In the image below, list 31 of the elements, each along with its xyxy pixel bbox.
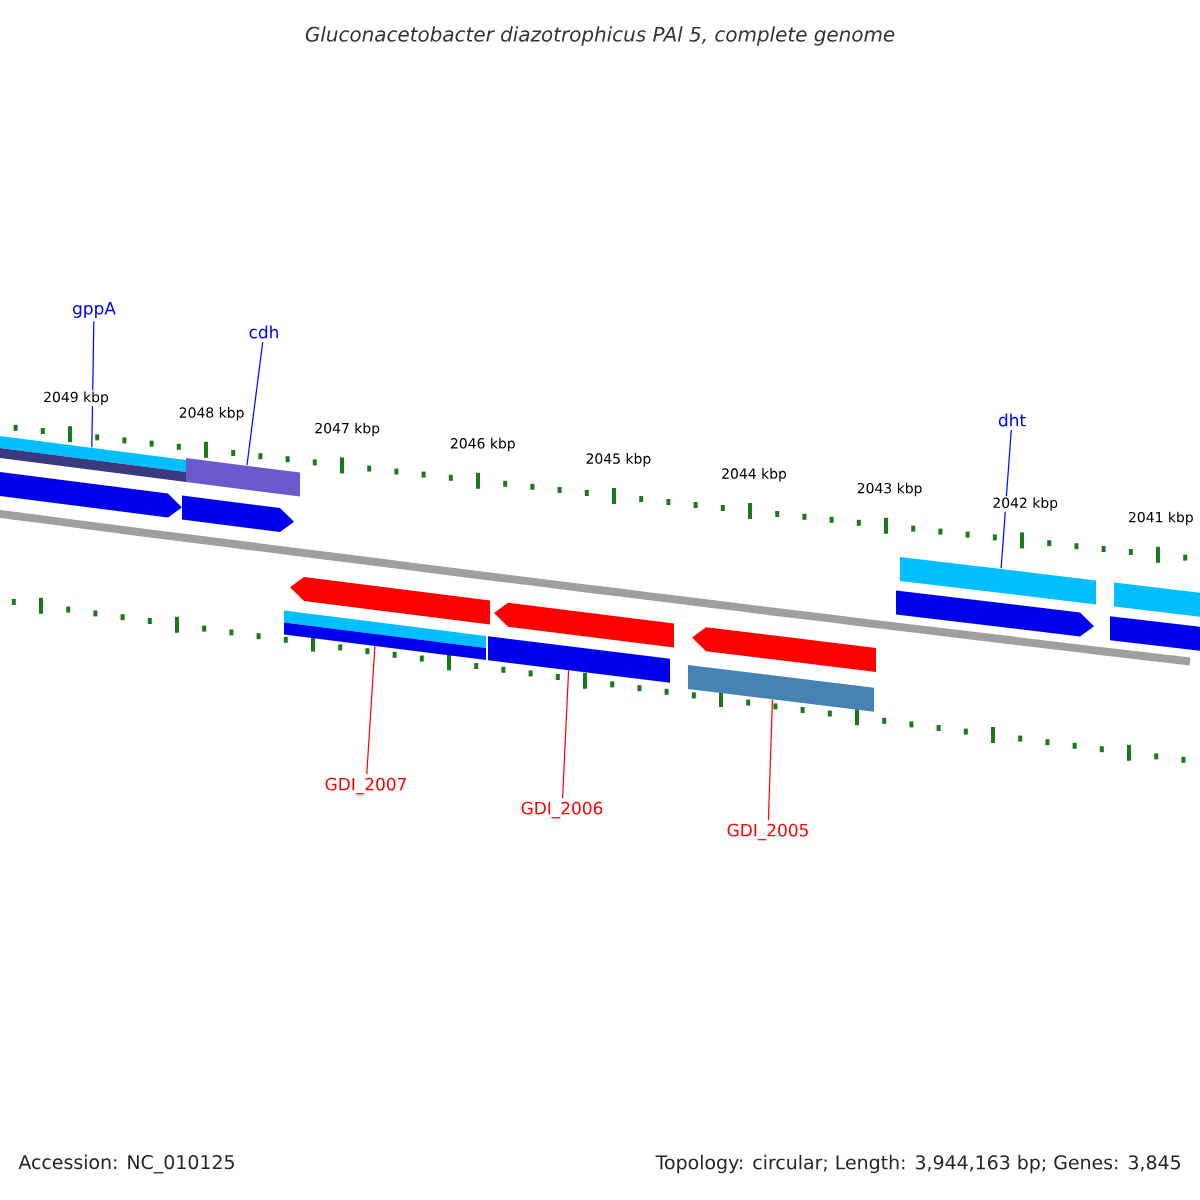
gene-block bbox=[692, 627, 876, 672]
gene-block bbox=[284, 610, 486, 648]
gene-block bbox=[290, 577, 490, 625]
gene-label: cdh bbox=[249, 325, 278, 339]
gene-label: GDI_2006 bbox=[521, 801, 603, 819]
leader-line bbox=[561, 669, 570, 799]
gene-block bbox=[182, 495, 294, 532]
gene-block bbox=[1114, 582, 1200, 618]
footer-text: Accession: NC_010125 bbox=[18, 1154, 234, 1174]
gene-block bbox=[896, 590, 1094, 637]
leader-line bbox=[91, 320, 95, 448]
gene-block bbox=[186, 458, 300, 497]
gene-label: GDI_2007 bbox=[325, 777, 406, 795]
gene-block bbox=[494, 602, 674, 648]
footer-text: Topology: circular; Length: 3,944,163 bp; Genes: 3,845 bbox=[655, 1154, 1180, 1174]
gene-block bbox=[284, 622, 486, 660]
leader-line bbox=[767, 698, 774, 821]
gene-label: gppA bbox=[73, 302, 116, 318]
leader-line bbox=[246, 341, 264, 466]
title: Gluconacetobacter diazotrophicus PAl 5, complete genome bbox=[305, 26, 895, 46]
leader-line bbox=[1000, 429, 1012, 569]
gene-label: dht bbox=[998, 413, 1026, 427]
gene-block bbox=[900, 557, 1096, 605]
gene-block bbox=[688, 665, 874, 712]
gene-label: GDI_2005 bbox=[727, 823, 808, 841]
gene-block bbox=[488, 636, 670, 683]
gene-block bbox=[0, 434, 186, 472]
gene-block bbox=[0, 446, 186, 482]
leader-line bbox=[366, 645, 376, 775]
gene-block bbox=[0, 470, 182, 518]
gene-block bbox=[1110, 616, 1200, 652]
